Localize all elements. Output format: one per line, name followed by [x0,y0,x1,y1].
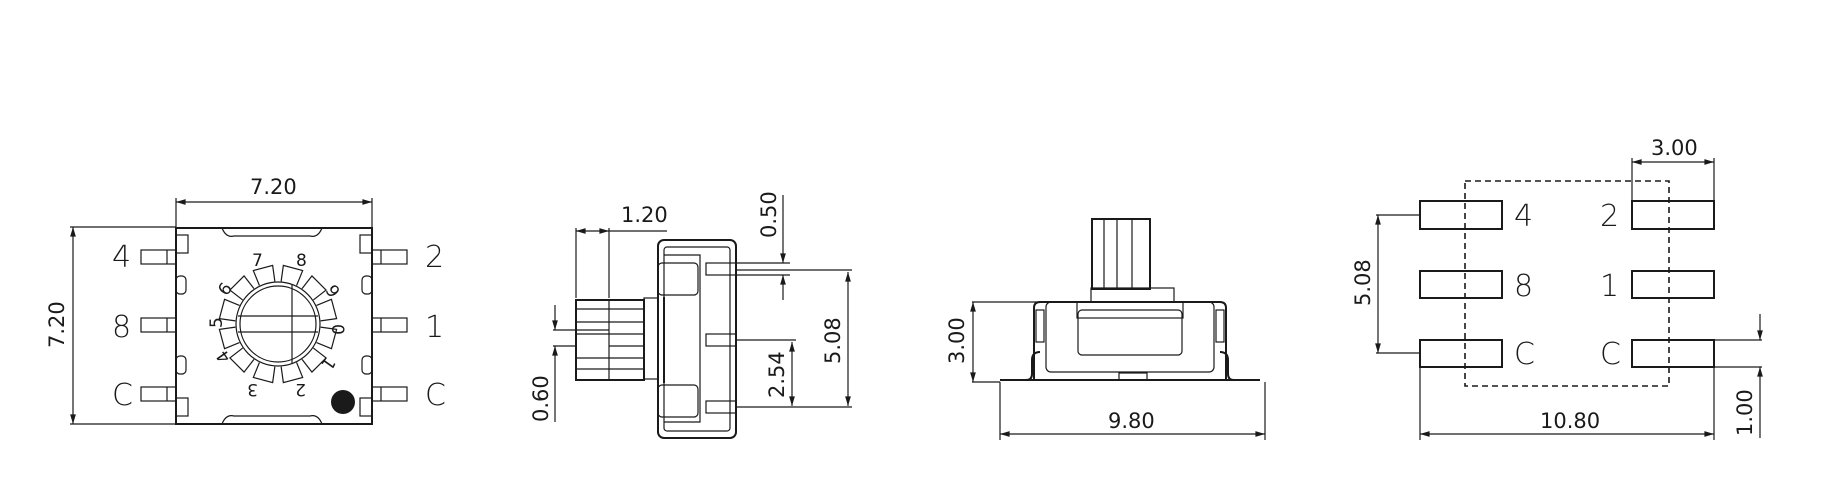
pad-label-8: 8 [1514,269,1533,304]
knob-stem [1090,218,1175,303]
dial-digit-4: 4 [213,346,236,366]
dial-digit-2: 2 [295,379,306,399]
dial-digit-0: 0 [327,324,347,335]
pad-label-4: 4 [1514,199,1533,234]
body-notch-bottom [221,415,323,425]
dial-digit-7: 7 [252,251,263,271]
dial-digit-9: 9 [321,282,344,302]
pin-label-c-right: C [425,378,446,413]
footprint-view: 4 8 C 2 1 C 3.00 5.08 10.80 1.00 [1351,136,1763,440]
pin-label-8: 8 [112,310,131,345]
dimension-pitch-outer: 5.08 [821,317,845,364]
dimension-pad-pitch: 5.08 [1351,259,1375,306]
pin-label-c-left: C [112,378,133,413]
front-view: 3.00 9.80 [945,218,1266,440]
pin-label-4: 4 [112,240,131,275]
dimension-slot-width: 0.60 [529,375,553,422]
dimension-top-height: 7.20 [45,301,69,348]
dial-digit-3: 3 [247,379,258,399]
knob-collar [643,297,659,380]
dimension-front-width: 9.80 [1108,409,1155,433]
dial-digit-6: 6 [214,279,237,299]
pad-label-1: 1 [1600,269,1619,304]
right-leads [371,249,408,402]
pad-label-c-left: C [1514,337,1535,372]
dimension-pad-width: 1.00 [1733,389,1757,436]
pad-label-2: 2 [1600,199,1619,234]
dimension-front-height: 3.00 [945,317,969,364]
knob-shaft [575,299,645,381]
component-outline-dashed [1464,180,1670,387]
dial-digit-8: 8 [296,251,307,271]
dimension-pad-length: 3.00 [1651,136,1698,160]
dimension-overall-width: 10.80 [1540,409,1600,433]
dimension-pitch-inner: 2.54 [765,351,789,398]
dimension-knob-depth: 1.20 [621,203,668,227]
dimension-lead-thickness: 0.50 [757,191,781,238]
pad-label-c-right: C [1600,337,1621,372]
side-housing-outer [657,239,737,439]
polarity-dot-icon [331,390,355,414]
pin-label-2: 2 [425,240,444,275]
left-leads [140,249,177,402]
side-view: 1.20 0.50 5.08 2.54 0.60 [529,191,852,439]
rotor-dial: 0 1 2 3 4 5 6 7 8 9 [207,251,347,399]
top-view: 4 8 C 2 1 C [45,175,446,425]
corner-tabs [175,234,373,417]
pin-label-1: 1 [425,310,444,345]
dial-digit-5: 5 [207,317,227,328]
dial-digit-1: 1 [316,353,339,373]
footprint-pads [1419,200,1715,368]
body-notch-top [221,227,323,237]
front-body-outline [1033,301,1227,380]
dimension-top-width: 7.20 [250,175,297,199]
